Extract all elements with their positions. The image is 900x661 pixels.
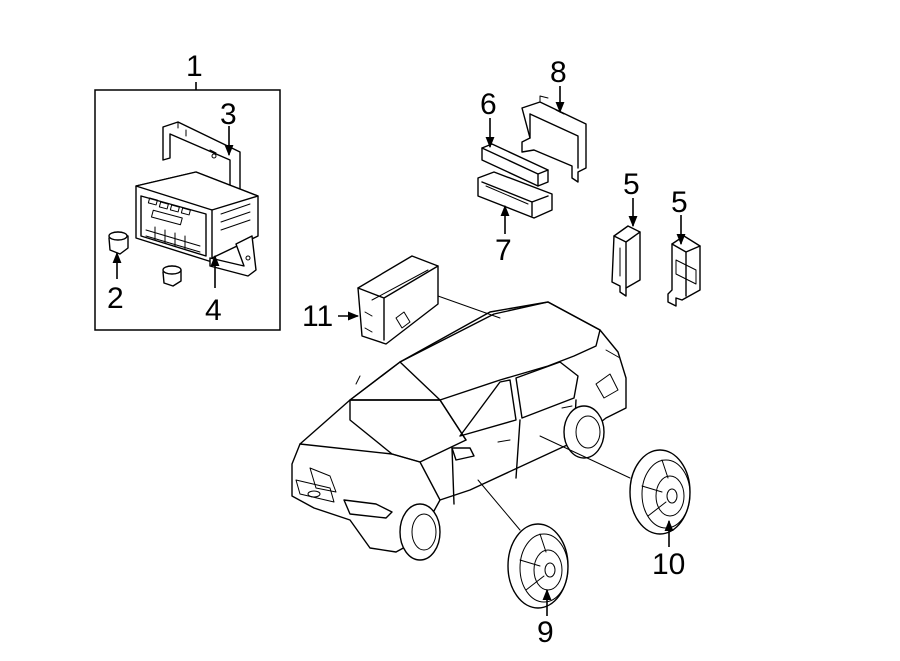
callout-5a: 5 (623, 168, 640, 201)
callout-10: 10 (652, 548, 685, 581)
module-bracket-a (611, 198, 641, 297)
front-door-speaker (507, 523, 569, 616)
callout-6: 6 (480, 88, 497, 121)
callout-3: 3 (220, 98, 237, 131)
callout-8: 8 (550, 56, 567, 89)
knob (108, 231, 129, 255)
rear-door-speaker (629, 449, 691, 547)
callout-11: 11 (302, 300, 333, 333)
callout-5b: 5 (671, 186, 688, 219)
module-bracket-b (667, 215, 701, 307)
group-frame (94, 89, 281, 331)
radio-assembly-group (94, 82, 281, 331)
amplifier-module (338, 255, 439, 345)
callout-1: 1 (186, 50, 203, 83)
callout-9: 9 (537, 616, 554, 649)
lower-housing (477, 171, 553, 234)
callout-4: 4 (205, 294, 222, 327)
radio-head-unit (135, 171, 259, 263)
upper-housing (481, 118, 549, 187)
callout-2: 2 (107, 282, 124, 315)
knob-second (162, 265, 182, 287)
lower-bracket (209, 235, 257, 277)
callout-7: 7 (495, 234, 512, 267)
car-illustration (291, 295, 631, 561)
mounting-bracket (521, 86, 587, 183)
